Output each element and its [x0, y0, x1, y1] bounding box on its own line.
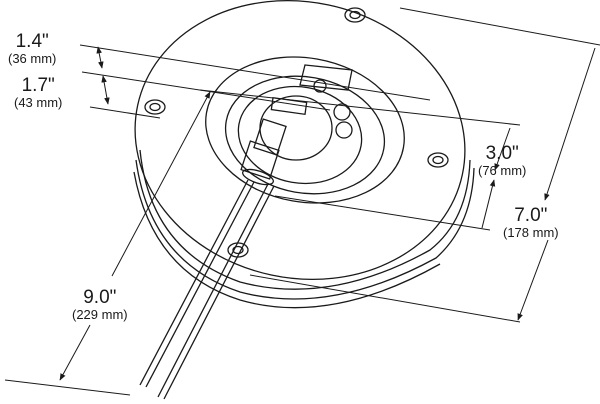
- dim-mm: (178 mm): [503, 225, 559, 240]
- dim-outer-diameter: 7.0" (178 mm): [503, 206, 559, 239]
- inner-ring: [224, 75, 386, 195]
- dim-inches: 1.4": [15, 31, 49, 52]
- dim-mm: (229 mm): [72, 307, 128, 322]
- dim-mm: (36 mm): [8, 51, 57, 66]
- mounting-hole: [144, 7, 449, 258]
- socket-dome: [259, 95, 333, 161]
- lamp-housing: [133, 0, 475, 309]
- top-tab: [299, 64, 353, 91]
- dim-mm: (43 mm): [14, 95, 63, 110]
- inner-ring-outer: [205, 56, 405, 204]
- dim-inner-diameter: 3.0" (76 mm): [478, 144, 526, 177]
- connector: [240, 118, 287, 186]
- dim-inches: 9.0": [83, 287, 117, 308]
- dim-depth-total: 1.7" (43 mm): [14, 76, 62, 109]
- dim-inches: 1.7": [21, 75, 55, 96]
- dim-depth-flange: 1.4" (36 mm): [8, 32, 56, 65]
- dim-mm: (76 mm): [478, 163, 527, 178]
- dim-inches: 7.0": [514, 205, 548, 226]
- socket-base: [237, 85, 363, 185]
- wire-leads: [139, 179, 275, 400]
- dim-inches: 3.0": [485, 143, 519, 164]
- dim-lead-length: 9.0" (229 mm): [72, 288, 128, 321]
